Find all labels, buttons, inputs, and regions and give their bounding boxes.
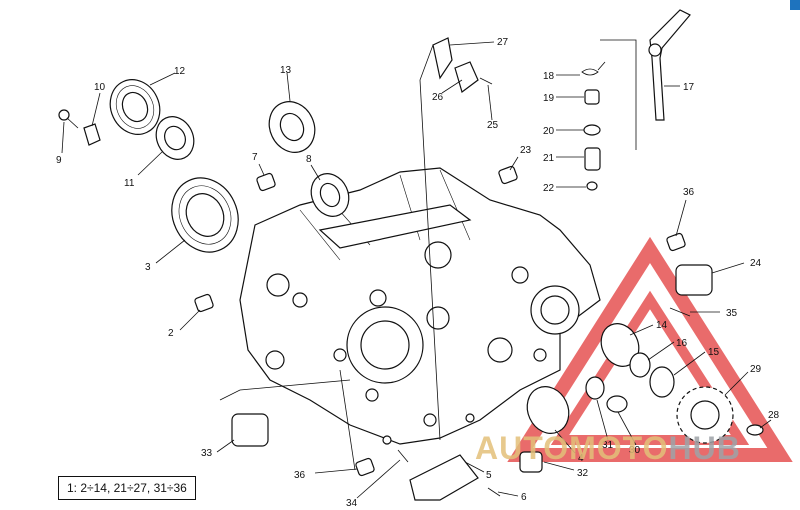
- watermark-part2: HUB: [668, 430, 741, 466]
- callout-7: 7: [252, 152, 258, 163]
- callout-35: 35: [726, 308, 738, 319]
- screw-35: [669, 307, 691, 317]
- bracket-5: [409, 454, 479, 501]
- dowel-36-top: [666, 232, 686, 252]
- callout-30: 30: [629, 445, 641, 456]
- callout-8: 8: [306, 154, 312, 165]
- dowel-2: [194, 293, 214, 313]
- watermark-part1: AUTOMOTO: [475, 430, 669, 466]
- callout-19: 19: [543, 93, 555, 104]
- sprocket-hub: [690, 400, 720, 430]
- dowel-36-bottom: [355, 457, 375, 477]
- callout-11: 11: [124, 178, 135, 189]
- bushing-32: [519, 451, 543, 473]
- callout-24: 24: [750, 258, 762, 269]
- plate-27: [432, 37, 453, 80]
- callout-6: 6: [521, 492, 527, 503]
- callout-13: 13: [280, 65, 292, 76]
- bushing-33: [231, 413, 269, 447]
- seal-11: [155, 116, 195, 160]
- bushing-15: [649, 366, 675, 398]
- legend-box: 1: 2÷14, 21÷27, 31÷36: [58, 476, 196, 500]
- crankcase-body: [239, 167, 601, 445]
- bushing-31: [585, 376, 605, 400]
- ring-30: [606, 395, 628, 413]
- ring-22: [586, 181, 598, 191]
- bushing-24: [675, 264, 713, 296]
- callout-29: 29: [750, 364, 762, 375]
- callout-33: 33: [201, 448, 213, 459]
- callout-3: 3: [145, 262, 151, 273]
- leader-lines: [61, 39, 772, 499]
- callout-34: 34: [346, 498, 358, 509]
- callout-20: 20: [543, 126, 555, 137]
- seal-4: [526, 386, 570, 434]
- callout-14: 14: [656, 320, 668, 331]
- seal-14: [600, 323, 640, 367]
- sleeve-19: [584, 89, 600, 105]
- bolt-6: [487, 487, 501, 497]
- callout-27: 27: [497, 37, 509, 48]
- callout-16: 16: [676, 338, 688, 349]
- callout-5: 5: [486, 470, 492, 481]
- corner-marker: [790, 0, 800, 10]
- callout-32: 32: [577, 468, 589, 479]
- sleeve-21: [584, 147, 601, 171]
- watermark-triangle: [507, 236, 793, 462]
- callout-labels: 2 3 4 5 6 7 8 9 10 11 12 13 14 15 16 17 …: [56, 37, 780, 509]
- callout-12: 12: [174, 66, 186, 77]
- bearing-8: [310, 173, 350, 217]
- callout-2: 2: [168, 328, 174, 339]
- plate-10: [83, 123, 101, 146]
- watermark-text: AUTOMOTOHUB: [475, 430, 741, 467]
- callout-26: 26: [432, 92, 444, 103]
- callout-10: 10: [94, 82, 106, 93]
- callout-21: 21: [543, 153, 555, 164]
- plate-26: [454, 61, 479, 93]
- callout-22: 22: [543, 183, 555, 194]
- screw-9: [58, 109, 79, 129]
- callout-25: 25: [487, 120, 499, 131]
- bearing-3: [171, 177, 239, 253]
- circlip-28: [746, 424, 764, 436]
- bolt-34: [397, 449, 409, 463]
- bushing-7: [256, 172, 276, 192]
- screw-25: [479, 77, 493, 85]
- bearing-12: [109, 79, 161, 135]
- ring-16: [629, 352, 651, 378]
- callout-17: 17: [683, 82, 695, 93]
- spring-18: [581, 61, 606, 76]
- bearing-13: [268, 101, 316, 153]
- callout-9: 9: [56, 155, 62, 166]
- lever-17: [648, 9, 691, 121]
- callout-23: 23: [520, 145, 532, 156]
- callout-28: 28: [768, 410, 780, 421]
- callout-36-top: 36: [683, 187, 695, 198]
- callout-18: 18: [543, 71, 555, 82]
- bolt-23: [498, 165, 518, 185]
- callout-36-bottom: 36: [294, 470, 306, 481]
- washer-20: [583, 124, 601, 136]
- callout-4: 4: [578, 453, 584, 464]
- callout-31: 31: [602, 440, 614, 451]
- callout-15: 15: [708, 347, 720, 358]
